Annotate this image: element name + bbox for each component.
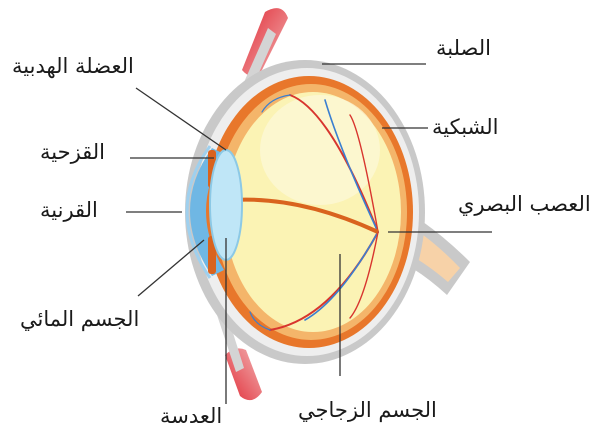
- label-cornea: القرنية: [40, 200, 98, 221]
- label-optic-nerve: العصب البصري: [458, 194, 591, 215]
- label-aqueous-humor: الجسم المائي: [20, 309, 139, 330]
- label-retina: الشبكية: [432, 117, 499, 138]
- lower-eye-muscle: [225, 348, 262, 400]
- label-iris: القزحية: [40, 142, 105, 163]
- label-vitreous-body: الجسم الزجاجي: [298, 400, 437, 421]
- label-lens: العدسة: [160, 406, 222, 427]
- label-sclera: الصلبة: [436, 38, 491, 59]
- label-ciliary-muscle: العضلة الهدبية: [12, 56, 134, 77]
